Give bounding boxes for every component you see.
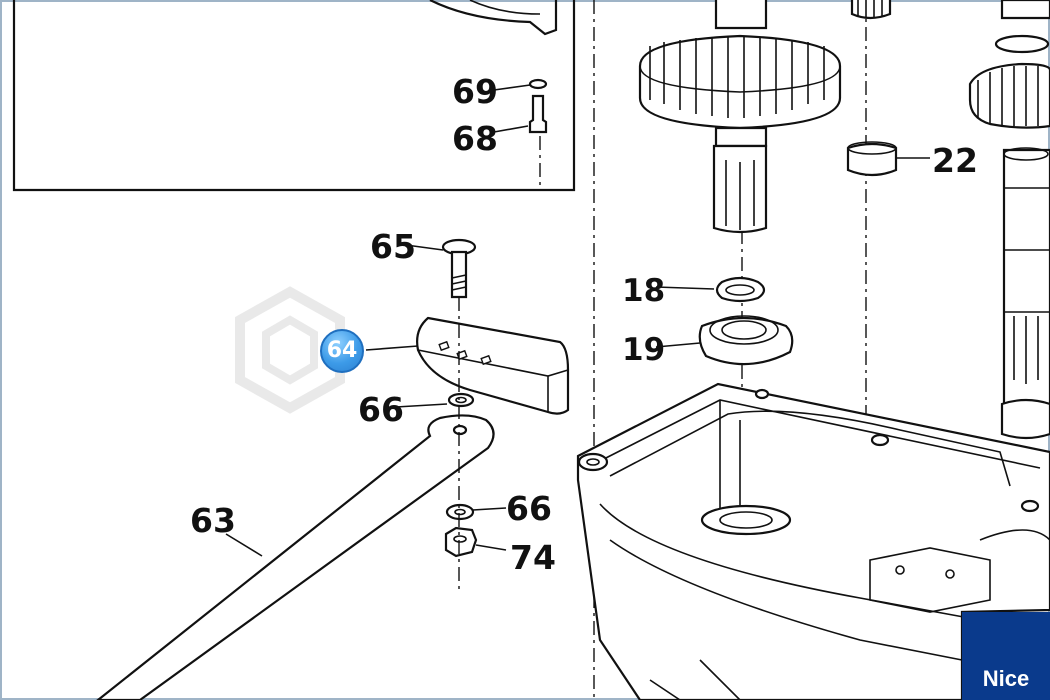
washer-69 [528, 78, 548, 90]
nice-logo: Nice [962, 612, 1050, 700]
hexagon-watermark-icon [235, 286, 345, 414]
bushing-22 [846, 142, 898, 177]
circlip-18 [715, 276, 766, 303]
callout-74: 74 [510, 538, 556, 577]
callout-66-top: 66 [358, 390, 404, 429]
bolt-65-shank [450, 250, 468, 299]
callout-66-bottom: 66 [506, 489, 552, 528]
callout-69: 69 [452, 72, 498, 111]
gear-small-top [850, 0, 892, 20]
washer-66-bottom [445, 503, 475, 521]
bearing-19 [698, 316, 794, 366]
inset-part-outline [429, 0, 558, 36]
highlighted-part-badge[interactable]: 64 [320, 329, 364, 373]
arm-63 [96, 414, 495, 700]
callout-19: 19 [622, 332, 665, 368]
callout-22: 22 [932, 141, 978, 180]
callout-68: 68 [452, 119, 498, 158]
washer-66-top [447, 392, 475, 408]
inset-box [12, 0, 576, 192]
shaft-right [968, 0, 1050, 440]
callout-18: 18 [622, 273, 665, 309]
gear-upper [638, 0, 842, 234]
callout-63: 63 [190, 501, 236, 540]
bracket-64 [416, 316, 570, 415]
screw-68 [528, 94, 548, 134]
callout-65: 65 [370, 227, 416, 266]
